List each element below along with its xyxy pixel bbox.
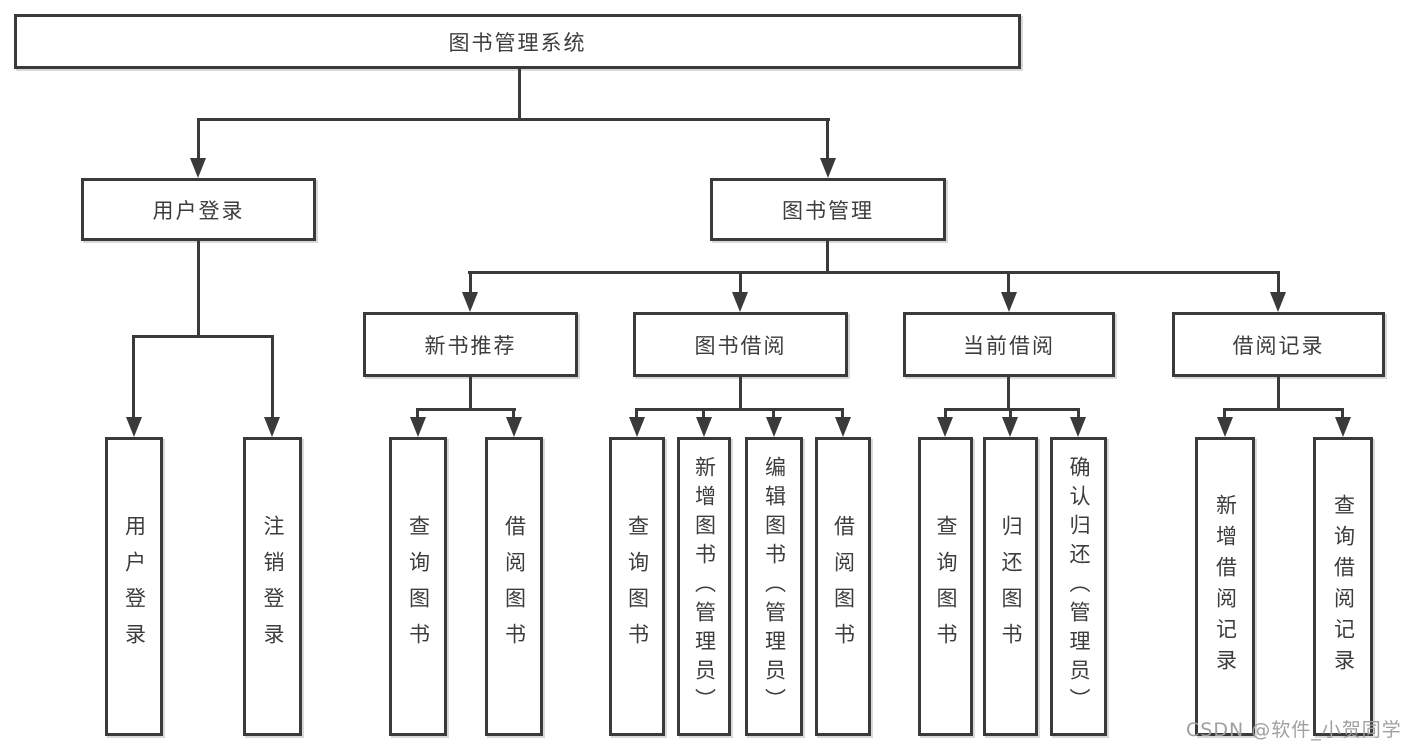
node-new-book-recommend: 新书推荐 (363, 312, 578, 377)
leaf-logout-login-label: 注销登录 (261, 514, 285, 659)
leaf-edit-book-admin-label: 编辑图书（管理员） (762, 456, 787, 717)
connector-line (1341, 408, 1344, 421)
node-borrow-records: 借阅记录 (1172, 312, 1385, 377)
arrow-down-icon (629, 417, 645, 437)
leaf-query-books-borrow: 查询图书 (609, 437, 665, 736)
arrow-down-icon (1002, 417, 1018, 437)
connector-line (635, 408, 638, 421)
connector-line (1223, 408, 1226, 421)
node-borrow-records-label: 借阅记录 (1232, 333, 1325, 358)
connector-line (518, 69, 521, 121)
arrow-down-icon (190, 158, 206, 178)
connector-line (841, 408, 844, 421)
node-user-login-label: 用户登录 (152, 198, 245, 223)
connector-line (197, 118, 830, 121)
arrow-down-icon (1070, 417, 1086, 437)
connector-line (512, 408, 515, 421)
leaf-add-borrow-record: 新增借阅记录 (1195, 437, 1255, 736)
node-book-management: 图书管理 (710, 178, 946, 241)
leaf-add-book-admin-label: 新增图书（管理员） (692, 456, 717, 717)
leaf-user-login-label: 用户登录 (122, 514, 147, 659)
connector-line (944, 408, 947, 421)
connector-line (271, 335, 274, 419)
arrow-down-icon (506, 417, 522, 437)
connector-line (826, 241, 829, 273)
arrow-down-icon (766, 417, 782, 437)
connector-line (1223, 408, 1343, 411)
connector-line (469, 271, 472, 294)
node-library-system: 图书管理系统 (14, 14, 1021, 69)
connector-line (702, 408, 705, 421)
leaf-query-books-borrow-label: 查询图书 (625, 514, 650, 659)
leaf-add-borrow-record-label: 新增借阅记录 (1213, 493, 1238, 680)
arrow-down-icon (462, 292, 478, 312)
leaf-return-books-label: 归还图书 (999, 514, 1023, 659)
watermark: CSDN @软件_小贺同学 (1186, 719, 1402, 741)
connector-line (1007, 271, 1010, 294)
node-library-system-label: 图书管理系统 (448, 30, 587, 55)
leaf-query-books-current: 查询图书 (918, 437, 973, 736)
node-new-book-recommend-label: 新书推荐 (424, 333, 517, 358)
leaf-borrow-books-recommend: 借阅图书 (485, 437, 543, 736)
leaf-user-login: 用户登录 (105, 437, 163, 736)
connector-line (826, 118, 829, 160)
connector-line (1007, 377, 1010, 410)
arrow-down-icon (820, 158, 836, 178)
arrow-down-icon (264, 417, 280, 437)
connector-line (468, 271, 1279, 274)
leaf-query-borrow-record-label: 查询借阅记录 (1331, 493, 1356, 680)
leaf-edit-book-admin: 编辑图书（管理员） (745, 437, 803, 736)
leaf-query-borrow-record: 查询借阅记录 (1313, 437, 1373, 736)
node-user-login: 用户登录 (81, 178, 316, 241)
connector-line (132, 335, 135, 419)
node-book-management-label: 图书管理 (782, 198, 874, 223)
leaf-add-book-admin: 新增图书（管理员） (677, 437, 731, 736)
connector-line (132, 335, 274, 338)
node-current-borrow-label: 当前借阅 (963, 333, 1055, 358)
arrow-down-icon (126, 417, 142, 437)
connector-line (197, 241, 200, 337)
arrow-down-icon (937, 417, 953, 437)
leaf-logout-login: 注销登录 (243, 437, 302, 736)
connector-line (1277, 271, 1280, 294)
connector-line (635, 408, 843, 411)
arrow-down-icon (732, 292, 748, 312)
arrow-down-icon (1001, 292, 1017, 312)
connector-line (739, 271, 742, 294)
leaf-query-books-recommend: 查询图书 (389, 437, 447, 736)
leaf-confirm-return-admin-label: 确认归还（管理员） (1067, 456, 1091, 717)
node-current-borrow: 当前借阅 (903, 312, 1115, 377)
connector-line (197, 118, 200, 160)
connector-line (1277, 377, 1280, 410)
connector-line (772, 408, 775, 421)
leaf-return-books: 归还图书 (983, 437, 1038, 736)
arrow-down-icon (410, 417, 426, 437)
leaf-query-books-current-label: 查询图书 (934, 514, 958, 659)
leaf-confirm-return-admin: 确认归还（管理员） (1050, 437, 1107, 736)
arrow-down-icon (1217, 417, 1233, 437)
node-book-borrow-label: 图书借阅 (694, 333, 787, 358)
arrow-down-icon (696, 417, 712, 437)
leaf-borrow-books: 借阅图书 (815, 437, 871, 736)
connector-line (739, 377, 742, 410)
arrow-down-icon (1270, 292, 1286, 312)
connector-line (1077, 408, 1080, 421)
arrow-down-icon (835, 417, 851, 437)
connector-line (416, 408, 516, 411)
connector-line (1009, 408, 1012, 421)
arrow-down-icon (1335, 417, 1351, 437)
connector-line (469, 377, 472, 410)
connector-line (416, 408, 419, 421)
leaf-borrow-books-recommend-label: 借阅图书 (502, 514, 527, 659)
leaf-query-books-recommend-label: 查询图书 (406, 514, 431, 659)
leaf-borrow-books-label: 借阅图书 (831, 514, 856, 659)
node-book-borrow: 图书借阅 (633, 312, 848, 377)
